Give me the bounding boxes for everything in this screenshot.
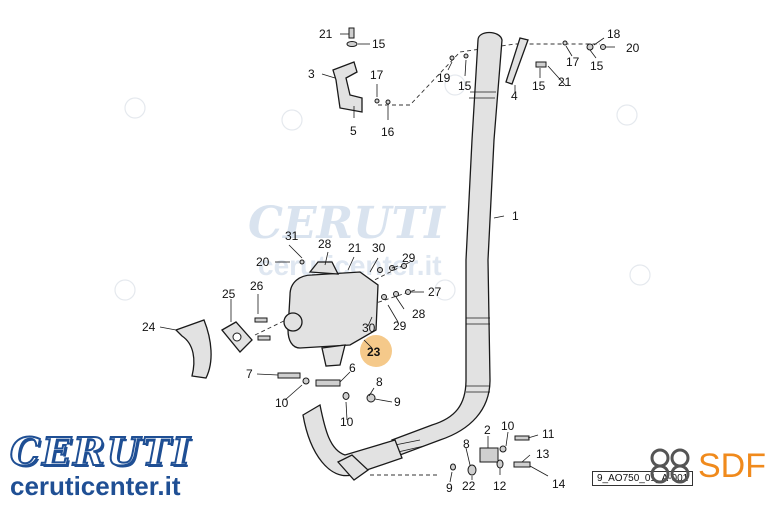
callout-15a: 15 [372, 37, 386, 51]
callout-5: 5 [350, 124, 357, 138]
callout-30a: 30 [372, 241, 386, 255]
ceruti-logo-url: ceruticenter.it [10, 471, 181, 501]
pipe-connector [336, 454, 370, 481]
sdf-logo-text: SDF [698, 446, 766, 485]
muffler-outlet [283, 312, 303, 332]
callout-4: 4 [511, 89, 518, 103]
lower-bend-pipe [302, 403, 403, 477]
callout-20a: 20 [626, 41, 640, 55]
callout-28b: 28 [412, 307, 426, 321]
sdf-emblem-icon [650, 448, 690, 484]
callout-21c: 21 [348, 241, 362, 255]
pipe-clamp-marks [394, 91, 496, 453]
callout-26: 26 [250, 279, 264, 293]
callout-20b: 20 [256, 255, 270, 269]
heat-shield [174, 319, 212, 379]
muffler-inlet [321, 344, 346, 367]
gasket-hole [232, 332, 242, 342]
leader-lines [159, 33, 615, 483]
callout-23: 23 [367, 345, 381, 359]
callout-15d: 15 [590, 59, 604, 73]
callout-30b: 30 [362, 321, 376, 335]
callout-11: 11 [542, 427, 555, 441]
callout-31: 31 [285, 229, 299, 243]
watermark-main: CERUTI [248, 198, 446, 249]
callout-21b: 21 [558, 75, 572, 89]
ceruti-logo: CERUTI ceruticenter.it [9, 429, 192, 501]
callout-10a: 10 [275, 396, 289, 410]
dashed-line-top [378, 43, 600, 106]
callout-25: 25 [222, 287, 236, 301]
callout-29a: 29 [402, 251, 416, 265]
callout-16: 16 [381, 125, 395, 139]
callout-8b: 8 [463, 437, 470, 451]
callout-18: 18 [607, 27, 621, 41]
callout-15b: 15 [458, 79, 472, 93]
callout-7: 7 [246, 367, 253, 381]
callout-27: 27 [428, 285, 442, 299]
callout-9a: 9 [394, 395, 401, 409]
callout-21a: 21 [319, 27, 333, 41]
callout-10b: 10 [340, 415, 354, 429]
upper-bracket [332, 61, 363, 113]
callout-1: 1 [512, 209, 519, 223]
watermark-sdf-marks [114, 74, 651, 301]
callout-19: 19 [437, 71, 451, 85]
callout-29b: 29 [393, 319, 407, 333]
sdf-logo: SDF [648, 446, 766, 486]
callout-17a: 17 [370, 68, 384, 82]
callout-22: 22 [462, 479, 476, 493]
callout-3: 3 [308, 67, 315, 81]
muffler-bracket-28 [308, 261, 340, 275]
clamp-strap [505, 37, 529, 85]
callout-12: 12 [493, 479, 507, 493]
callout-17b: 17 [566, 55, 580, 69]
callout-24: 24 [142, 320, 156, 334]
callout-14: 14 [552, 477, 566, 491]
callout-15c: 15 [532, 79, 546, 93]
highlight-23 [360, 335, 392, 367]
hardware [254, 27, 606, 476]
callout-6: 6 [349, 361, 356, 375]
callout-10c: 10 [501, 419, 515, 433]
callout-13: 13 [536, 447, 550, 461]
muffler [287, 271, 379, 349]
exhaust-pipe [391, 31, 503, 456]
callout-9b: 9 [446, 481, 453, 495]
ceruti-logo-main: CERUTI [9, 429, 192, 474]
callout-2: 2 [484, 423, 491, 437]
callout-labels: 1 2 3 4 5 6 7 8 8 9 9 10 10 10 11 12 13 … [142, 27, 640, 495]
callout-8a: 8 [376, 375, 383, 389]
callout-28a: 28 [318, 237, 332, 251]
